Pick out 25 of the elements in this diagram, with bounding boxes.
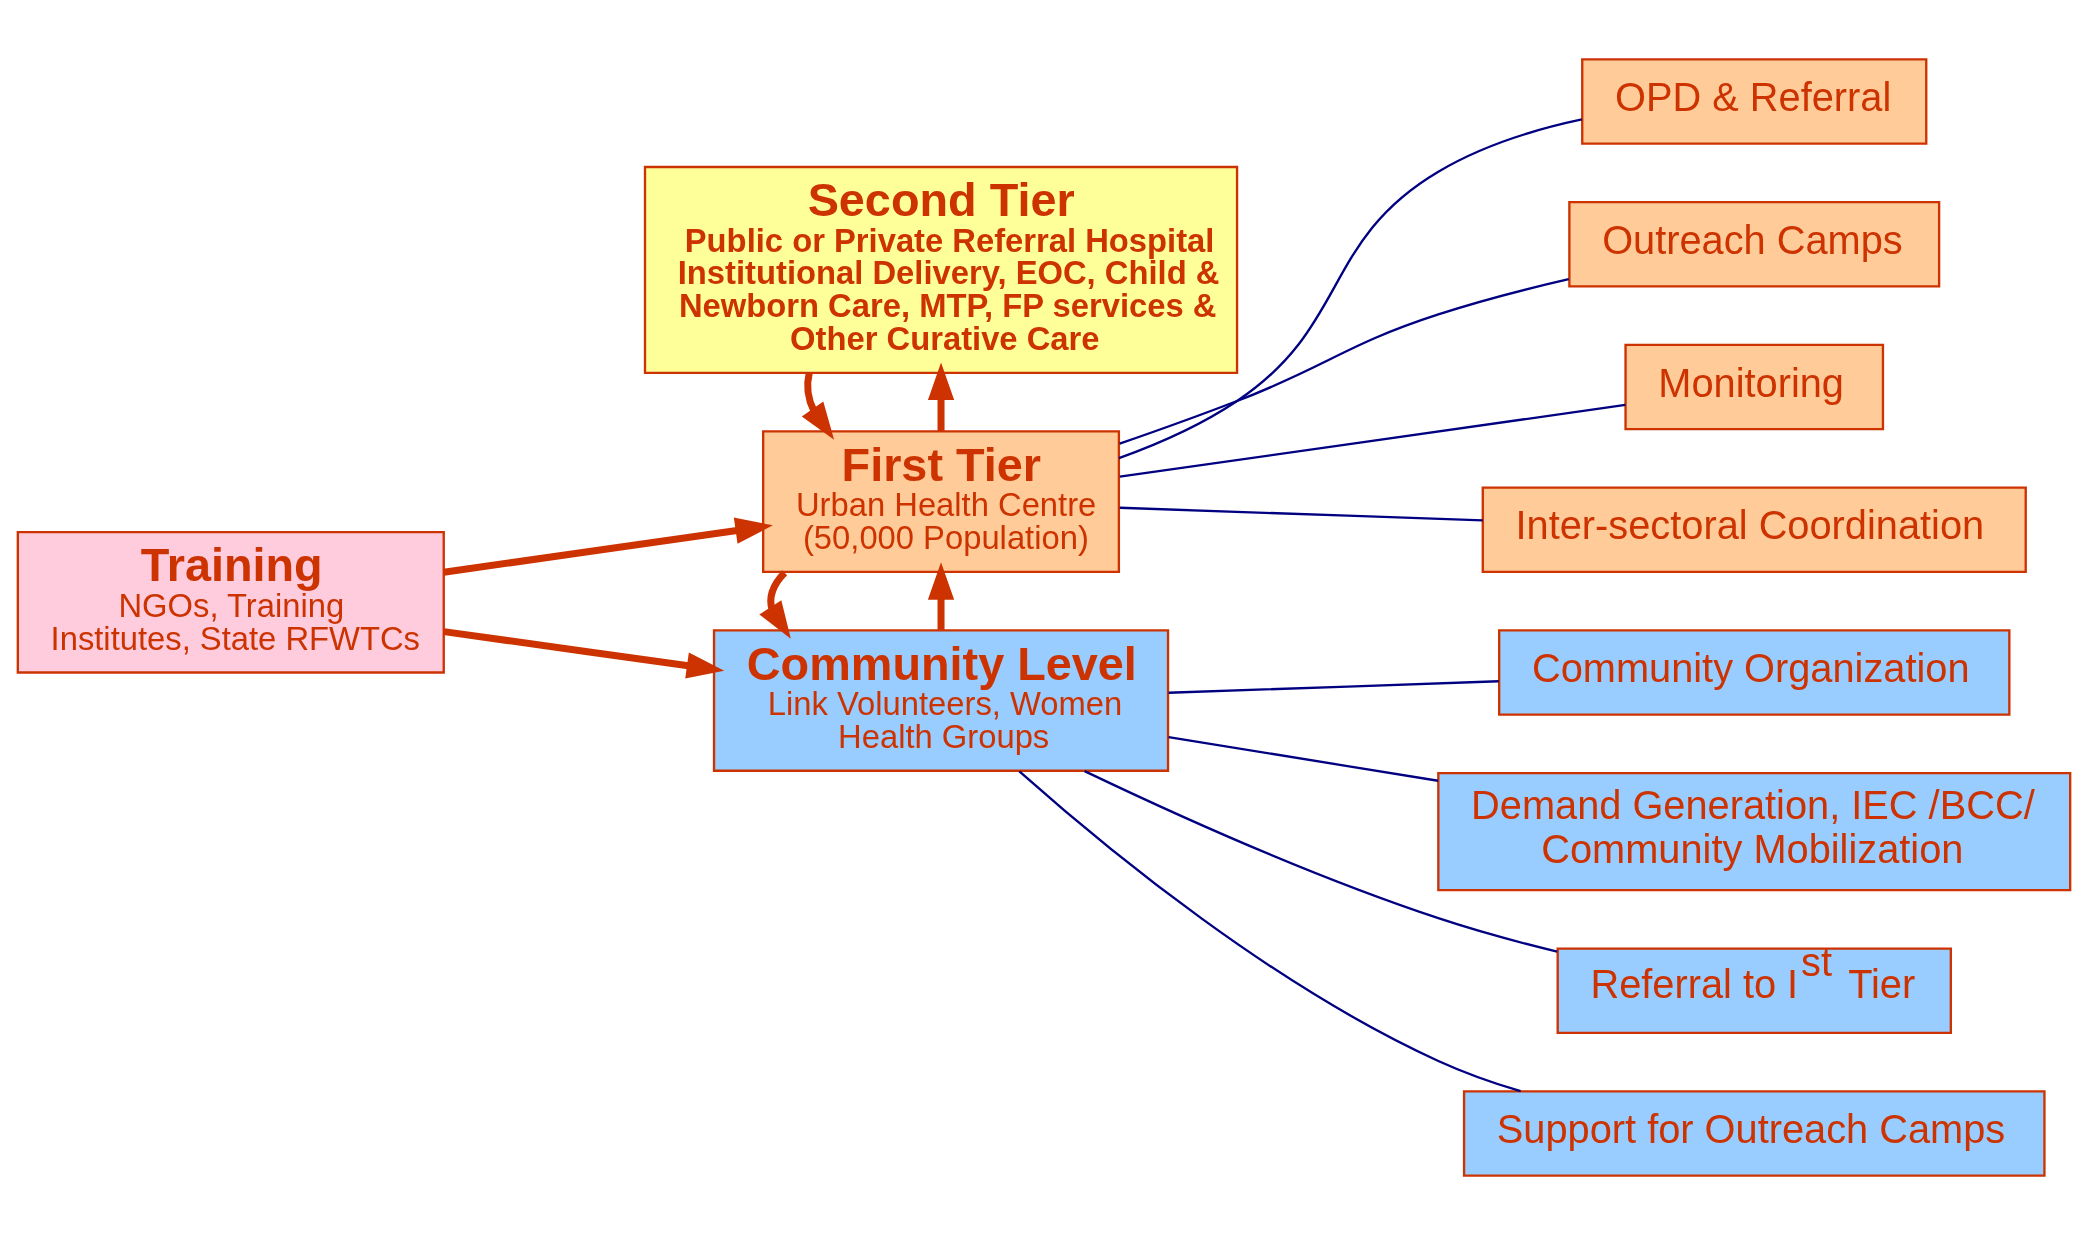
- connector: [1018, 770, 1521, 1093]
- node-box: Outreach Camps: [1568, 200, 1941, 288]
- node-box: Inter-sectoral Coordination: [1481, 486, 2027, 574]
- connector: [1084, 770, 1558, 953]
- node-box: Support for Outreach Camps: [1462, 1090, 2046, 1177]
- node-box: Second Tier Public or Private Referral Hospital Institutional Delivery, EOC, Child & Newborn Care, MTP, FP services & Other Curative Care: [643, 165, 1239, 375]
- arrow: [759, 570, 791, 639]
- connector: [1168, 680, 1499, 694]
- arrow: [801, 372, 835, 440]
- connector: [1119, 403, 1626, 478]
- node-box: OPD & Referral: [1581, 58, 1928, 145]
- connector: [1118, 118, 1583, 460]
- connector: [1119, 506, 1483, 522]
- connector: [1168, 735, 1439, 782]
- arrow: [927, 562, 955, 630]
- arrow: [443, 628, 725, 679]
- node-box: First Tier Urban Health Centre (50,000 Population): [762, 430, 1121, 574]
- node-box: Community Organization: [1498, 629, 2011, 716]
- node-box: Training NGOs, Training Institutes, State RFWTCs: [16, 530, 445, 674]
- connector: [1119, 278, 1570, 445]
- node-box: Community Level Link Volunteers, Women Health Groups: [712, 629, 1170, 772]
- arrow: [443, 517, 773, 576]
- node-box: Demand Generation, IEC /BCC/ Community Mobilization: [1437, 771, 2072, 892]
- arrow: [927, 362, 955, 432]
- node-box: Monitoring: [1624, 343, 1885, 431]
